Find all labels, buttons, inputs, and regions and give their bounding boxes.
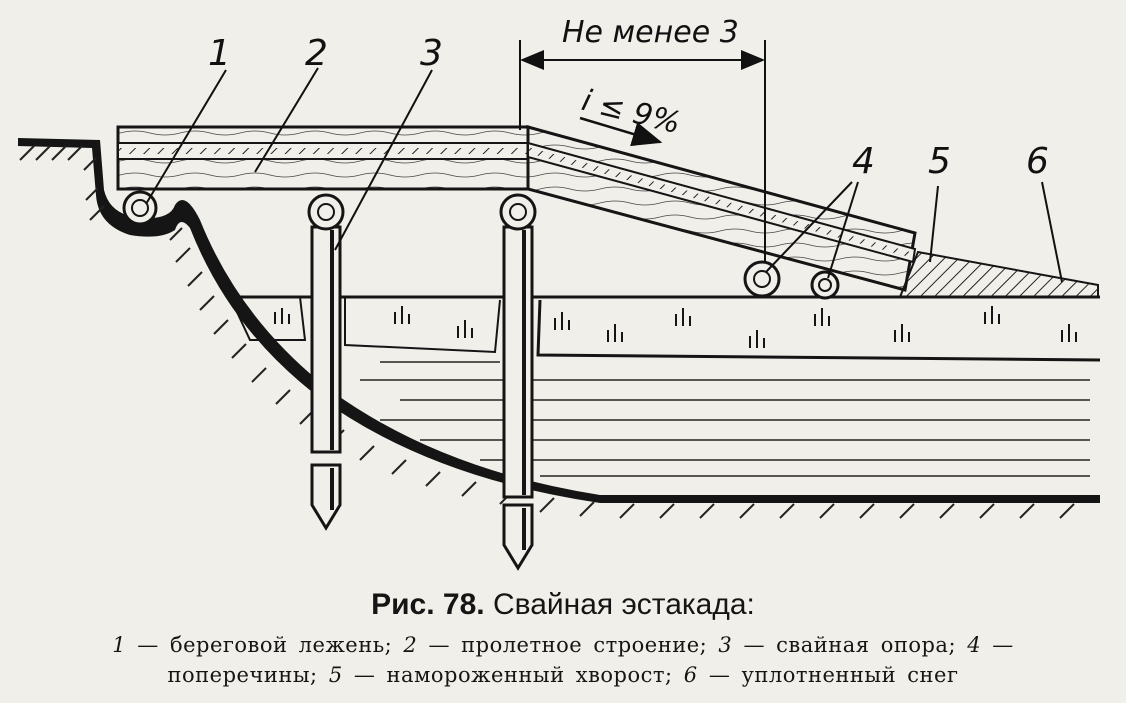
legend-text-6: уплотненный снег xyxy=(741,663,959,687)
caption-prefix: Рис. 78. xyxy=(371,588,485,621)
frozen-brushwood xyxy=(898,250,1099,298)
slope-arrow xyxy=(579,116,663,147)
legend: 1 — береговой лежень; 2 — пролетное стро… xyxy=(0,630,1126,690)
legend-num-5: 5 xyxy=(328,663,343,687)
crossbeam-pile-left xyxy=(307,193,345,231)
legend-num-3: 3 xyxy=(718,633,733,657)
label-6: 6 xyxy=(1026,141,1049,182)
leader-lines xyxy=(145,67,1063,283)
label-5: 5 xyxy=(928,141,951,182)
diagram-drawing xyxy=(18,40,1101,571)
left-bank xyxy=(18,138,1100,519)
water xyxy=(360,361,1090,477)
figure-caption: Рис. 78. Свайная эстакада: xyxy=(0,587,1126,623)
label-2: 2 xyxy=(305,33,328,74)
legend-text-5: намороженный хворост; xyxy=(386,663,673,687)
legend-num-2: 2 xyxy=(403,633,418,657)
legend-line-1: 1 — береговой лежень; 2 — пролетное стро… xyxy=(112,633,1014,657)
legend-num-6: 6 xyxy=(683,663,698,687)
crossbeam-1 xyxy=(743,260,781,298)
label-1: 1 xyxy=(208,33,231,74)
crossbeam-2 xyxy=(810,270,840,300)
crossbeam-pile-right xyxy=(499,193,537,231)
label-3: 3 xyxy=(420,33,443,74)
span-structure xyxy=(116,125,530,191)
legend-text-4: поперечины; xyxy=(167,663,318,687)
ramp xyxy=(526,125,917,292)
pile-right xyxy=(502,225,534,571)
pile-left xyxy=(310,225,342,531)
dimension-line xyxy=(519,40,766,262)
legend-num-1: 1 xyxy=(112,633,127,657)
legend-text-1: береговой лежень; xyxy=(169,633,393,657)
legend-text-3: свайная опора; xyxy=(776,633,957,657)
legend-text-2: пролетное строение; xyxy=(461,633,708,657)
legend-line-2: поперечины; 5 — намороженный хворост; 6 … xyxy=(167,663,959,687)
dimension-label: Не менее 3 xyxy=(562,15,739,50)
legend-num-4: 4 xyxy=(967,633,982,657)
caption-title: Свайная эстакада: xyxy=(492,588,755,621)
label-4: 4 xyxy=(852,141,875,182)
ice-layer xyxy=(228,295,1101,362)
